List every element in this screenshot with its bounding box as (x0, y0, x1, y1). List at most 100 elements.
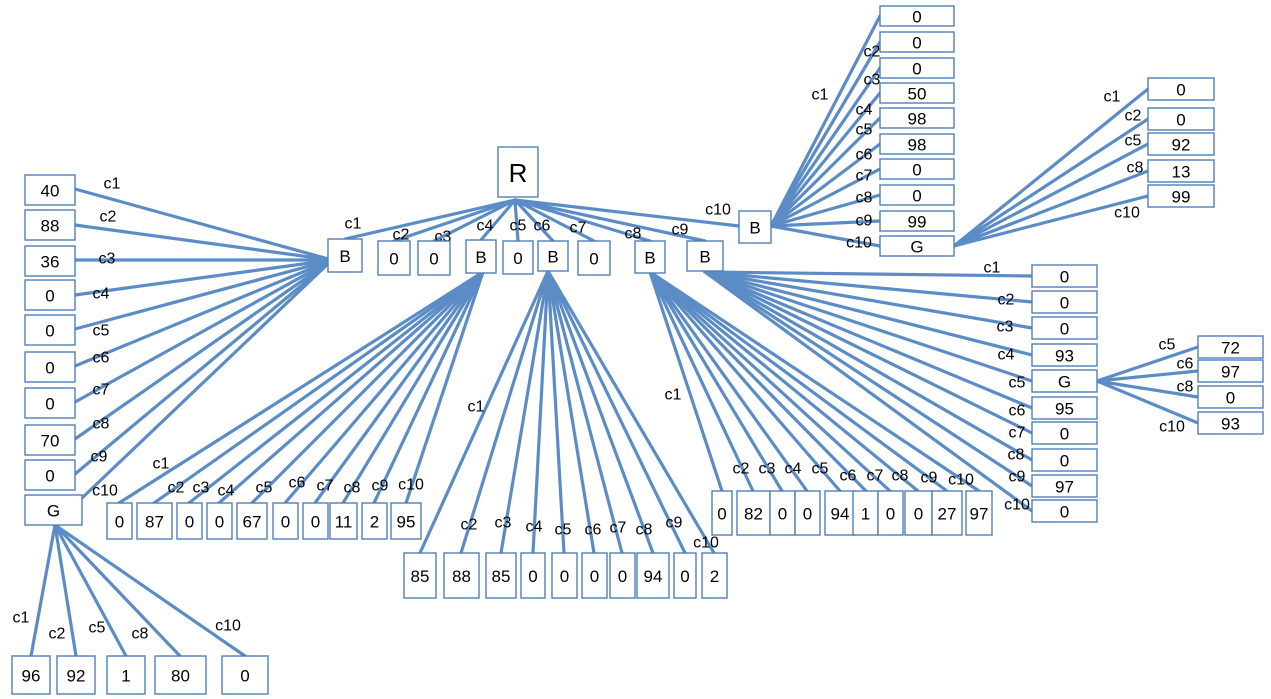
node-text-m2: 87 (145, 513, 164, 532)
node-text-m6: 0 (281, 513, 290, 532)
edge-label-tg2: c2 (1125, 108, 1142, 125)
node-text-b4: B (475, 248, 486, 267)
node-m4: 0 (206, 502, 233, 540)
edge-label-l2: c2 (100, 209, 117, 226)
node-text-l3: 36 (41, 253, 60, 272)
edge-t10 (769, 224, 882, 248)
edge-m9 (372, 270, 485, 505)
edge-label-t4: c4 (856, 102, 873, 119)
edge-m3 (187, 270, 485, 505)
edge-label-tg5: c5 (1125, 133, 1142, 150)
edge-label-e5: c5 (812, 461, 829, 478)
edge-label-s2: c2 (461, 517, 478, 534)
edge-label-e6: c6 (840, 468, 857, 485)
edge-l1 (73, 187, 334, 262)
edge-b4 (479, 198, 517, 242)
node-text-m7: 0 (311, 513, 320, 532)
edge-m10 (404, 270, 485, 505)
edge-label-n5: c5 (1009, 375, 1026, 392)
node-text-b8: B (644, 249, 655, 268)
node-text-ng10: 93 (1221, 415, 1240, 434)
node-n8: 0 (1031, 448, 1098, 472)
edge-label-tg1: c1 (1104, 89, 1121, 106)
node-tg10: 99 (1147, 184, 1215, 208)
node-v_c5: 0 (502, 240, 534, 275)
edge-v_c5 (513, 198, 520, 243)
edge-label-lg10: c10 (215, 618, 241, 635)
edge-n7 (703, 270, 1034, 435)
node-text-s8: 94 (644, 567, 663, 586)
edge-l6 (73, 258, 334, 368)
node-b4: B (465, 239, 497, 274)
edge-m1 (117, 270, 485, 505)
node-t3: 0 (879, 57, 955, 79)
edge-l5 (73, 258, 334, 331)
node-text-l7: 0 (45, 395, 54, 414)
edge-label-t2: c2 (864, 44, 881, 61)
node-text-n3: 0 (1060, 320, 1069, 339)
node-t5: 98 (879, 107, 955, 129)
edge-b6 (513, 198, 555, 243)
edge-m5 (250, 270, 485, 505)
node-text-m1: 0 (115, 513, 124, 532)
edge-s3 (499, 269, 550, 555)
edge-label-s1: c1 (468, 399, 485, 416)
edge-label-m8: c8 (344, 480, 361, 497)
node-text-e2: 82 (744, 505, 763, 524)
node-s7: 0 (609, 552, 636, 599)
node-text-e7: 0 (886, 505, 895, 524)
root-node: R (497, 146, 539, 198)
edge-n3 (703, 270, 1034, 330)
edge-label-tg10: c10 (1114, 205, 1140, 222)
node-text-lg2: 92 (67, 667, 86, 686)
edge-label-n10: c10 (1004, 497, 1030, 514)
node-e7: 0 (877, 490, 904, 536)
edge-label-m2: c2 (168, 480, 185, 497)
node-text-t10: G (910, 238, 923, 257)
edge-ng5 (1095, 345, 1200, 383)
node-t2: 0 (879, 31, 955, 53)
edge-e10 (648, 270, 981, 493)
edge-label-n1: c1 (984, 260, 1001, 277)
node-m8: 11 (329, 502, 358, 540)
node-n9: 97 (1031, 474, 1098, 498)
edge-e1 (648, 270, 724, 493)
edge-label-v_c2: c2 (393, 227, 410, 244)
node-tg5: 92 (1147, 132, 1215, 156)
node-v_c7: 0 (577, 240, 611, 276)
edge-ng10 (1095, 379, 1200, 425)
node-n6: 95 (1031, 396, 1098, 420)
node-text-s4: 0 (528, 567, 537, 586)
edge-l7 (73, 258, 334, 404)
node-text-n8: 0 (1060, 452, 1069, 471)
edge-s9 (546, 269, 687, 555)
edge-lg2 (53, 523, 78, 658)
node-text-b1: B (339, 247, 350, 266)
node-l9: 0 (24, 459, 76, 491)
edge-ng8 (1095, 379, 1200, 399)
edge-label-l3: c3 (99, 251, 116, 268)
node-text-n7: 0 (1060, 425, 1069, 444)
edge-n8 (703, 270, 1034, 462)
node-text-n9: 97 (1055, 478, 1074, 497)
edge-label-e3: c3 (759, 461, 776, 478)
node-text-t2: 0 (912, 34, 921, 53)
edge-lg5 (53, 523, 128, 658)
node-s3: 85 (485, 552, 517, 599)
node-v_c3: 0 (417, 240, 451, 276)
node-text-b6: B (547, 248, 558, 267)
node-s9: 0 (673, 552, 697, 599)
edge-label-n2: c2 (998, 292, 1015, 309)
node-text-m8: 11 (335, 513, 353, 532)
node-text-s3: 85 (492, 567, 511, 586)
edge-label-l4: c4 (93, 286, 110, 303)
edge-label-ng6: c6 (1177, 356, 1194, 373)
edge-t8 (769, 193, 882, 228)
node-text-n4: 93 (1055, 347, 1074, 366)
edge-label-l7: c7 (93, 382, 110, 399)
node-e2: 82 (736, 490, 771, 536)
node-e8: 0 (904, 490, 933, 536)
node-l4: 0 (24, 279, 76, 311)
node-text-tg1: 0 (1176, 81, 1185, 100)
node-n7: 0 (1031, 421, 1098, 445)
